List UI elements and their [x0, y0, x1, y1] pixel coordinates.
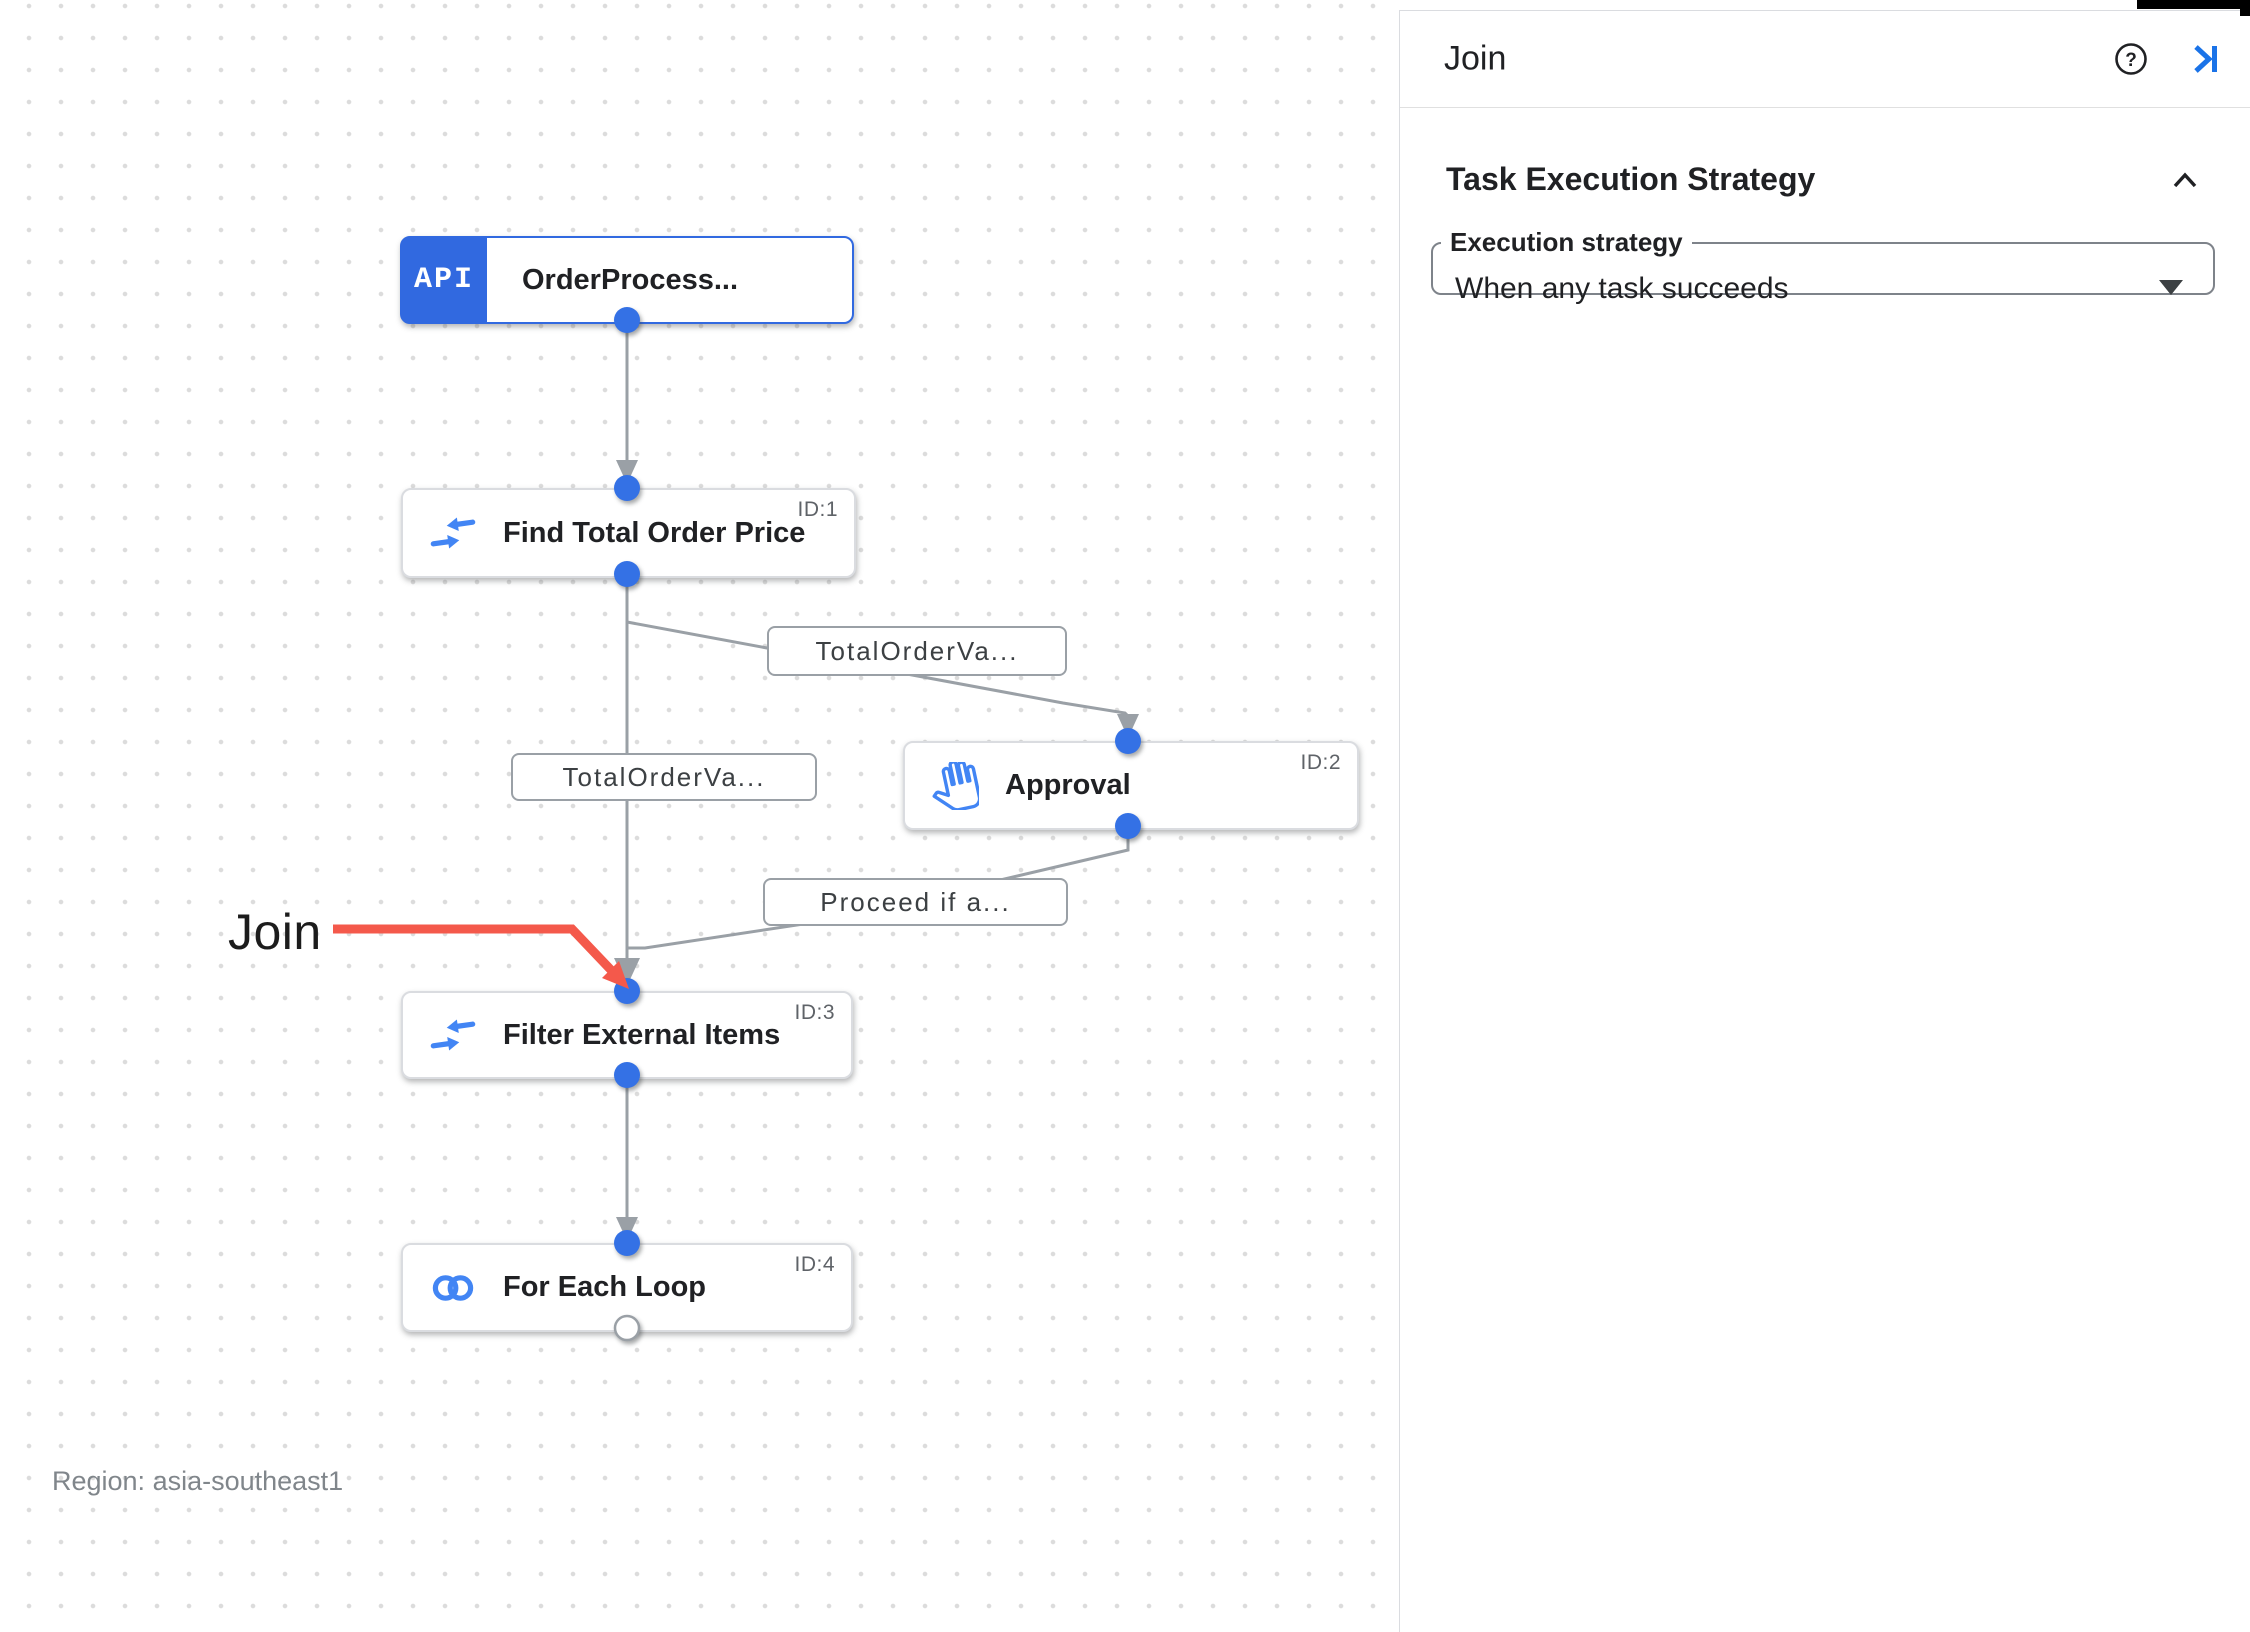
help-icon: ? [2115, 43, 2147, 75]
arrowhead [1117, 714, 1139, 738]
edge-label-text: Proceed if a... [820, 886, 1011, 917]
help-button[interactable]: ? [2107, 35, 2155, 83]
join-annotation-arrow [333, 924, 629, 989]
collapse-panel-button[interactable] [2181, 35, 2229, 83]
edge-label-text: TotalOrderVa... [815, 635, 1019, 666]
chevron-up-icon[interactable] [2167, 163, 2203, 199]
edge-label-proceed-if[interactable]: Proceed if a... [763, 878, 1068, 926]
node-order-process-trigger[interactable]: API OrderProcess... [400, 236, 854, 324]
data-mapping-icon [430, 1019, 476, 1051]
node-approval[interactable]: Approval ID:2 [903, 741, 1359, 830]
node-filter-external-items[interactable]: Filter External Items ID:3 [401, 991, 853, 1079]
node-label: For Each Loop [503, 1271, 706, 1303]
execution-strategy-value: When any task succeeds [1455, 272, 1789, 305]
edge-label-total-order-value-left[interactable]: TotalOrderVa... [511, 753, 817, 801]
dropdown-caret-icon [2159, 280, 2183, 295]
arrowhead [616, 1217, 638, 1241]
node-for-each-loop[interactable]: For Each Loop ID:4 [401, 1243, 853, 1332]
for-each-loop-icon [432, 1274, 474, 1301]
svg-text:?: ? [2125, 50, 2137, 71]
section-title: Task Execution Strategy [1446, 161, 1816, 197]
region-label: Region: asia-southeast1 [52, 1466, 344, 1496]
panel-title: Join [1444, 39, 1507, 78]
arrowhead [614, 958, 640, 986]
node-label: Filter External Items [503, 1018, 781, 1051]
node-id-badge: ID:3 [794, 1001, 835, 1024]
data-mapping-icon [430, 517, 476, 549]
node-label: Find Total Order Price [503, 516, 806, 549]
api-trigger-badge: API [401, 237, 487, 323]
section-task-execution-strategy[interactable]: Task Execution Strategy [1444, 155, 2207, 207]
arrowhead [616, 460, 638, 484]
edge-label-total-order-value-right[interactable]: TotalOrderVa... [767, 626, 1067, 676]
node-id-badge: ID:2 [1300, 751, 1341, 774]
panel-header: Join ? [1400, 11, 2250, 108]
join-annotation-label: Join [228, 904, 322, 960]
window-edge-bar [2137, 0, 2250, 9]
node-id-badge: ID:4 [794, 1253, 835, 1276]
approval-hand-icon [932, 761, 979, 810]
node-label: Approval [1005, 769, 1131, 801]
execution-strategy-select[interactable]: Execution strategy When any task succeed… [1431, 227, 2215, 305]
node-label: OrderProcess... [522, 263, 738, 296]
config-panel: Join ? Task Execution Strategy Execu [1399, 10, 2250, 1632]
workflow-canvas[interactable]: API OrderProcess... Find Total Order Pri… [0, 0, 1399, 1632]
node-id-badge: ID:1 [797, 498, 838, 521]
node-find-total-order-price[interactable]: Find Total Order Price ID:1 [401, 488, 856, 578]
window-edge-bar [2240, 0, 2250, 16]
skip-next-icon [2194, 45, 2217, 73]
execution-strategy-label: Execution strategy [1450, 227, 1683, 257]
edge-label-text: TotalOrderVa... [562, 761, 766, 792]
